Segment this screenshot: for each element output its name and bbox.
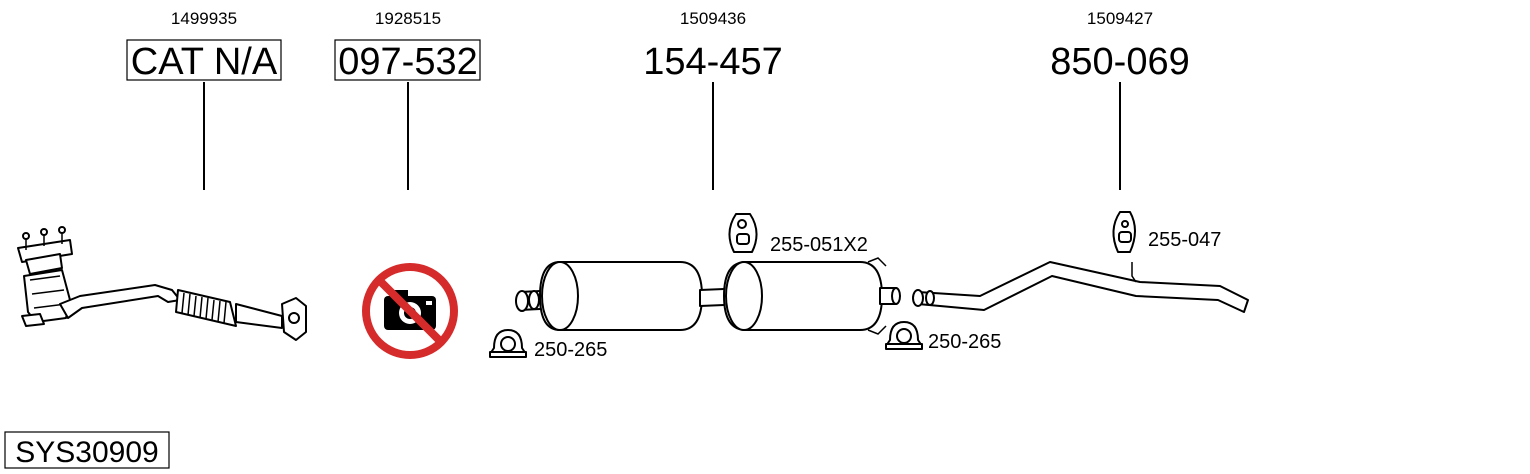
no-photo-icon xyxy=(362,263,458,359)
clamp-icon xyxy=(489,329,527,358)
muffler-icon xyxy=(515,257,901,335)
part-2-oe-number: 1928515 xyxy=(375,9,441,28)
clamp-right-group[interactable]: 250-265 xyxy=(885,321,1001,353)
part-4-oe-number: 1509427 xyxy=(1087,9,1153,28)
system-number-box xyxy=(4,431,170,469)
part-2-number: 097-532 xyxy=(338,41,477,83)
part-2-box xyxy=(334,39,481,81)
part-1-group[interactable]: 1499935 CAT N/A xyxy=(17,9,307,341)
part-3-group[interactable]: 1509436 154-457 xyxy=(515,9,901,335)
tailpipe-icon xyxy=(912,261,1249,313)
part-1-number: CAT N/A xyxy=(131,41,278,83)
hanger-mid-label: 255-051X2 xyxy=(770,234,868,256)
part-4-number: 850-069 xyxy=(1050,41,1189,83)
catalytic-converter-icon xyxy=(17,226,307,341)
part-3-oe-number: 1509436 xyxy=(680,9,746,28)
clamp-right-label: 250-265 xyxy=(928,331,1001,353)
hanger-tail-group[interactable]: 255-047 xyxy=(1112,211,1221,253)
rubber-hanger-icon xyxy=(1112,211,1136,253)
part-3-number: 154-457 xyxy=(643,41,782,83)
part-2-group[interactable]: 1928515 097-532 xyxy=(334,9,481,359)
system-number-group: SYS30909 xyxy=(4,431,170,469)
clamp-icon xyxy=(885,321,923,350)
hanger-tail-label: 255-047 xyxy=(1148,229,1221,251)
system-number: SYS30909 xyxy=(15,436,158,469)
part-1-box xyxy=(126,39,282,81)
clamp-left-group[interactable]: 250-265 xyxy=(489,329,607,361)
clamp-left-label: 250-265 xyxy=(534,339,607,361)
hanger-mid-group[interactable]: 255-051X2 xyxy=(728,213,868,256)
rubber-hanger-icon xyxy=(728,213,758,253)
part-1-oe-number: 1499935 xyxy=(171,9,237,28)
part-4-group[interactable]: 1509427 850-069 xyxy=(912,9,1249,313)
